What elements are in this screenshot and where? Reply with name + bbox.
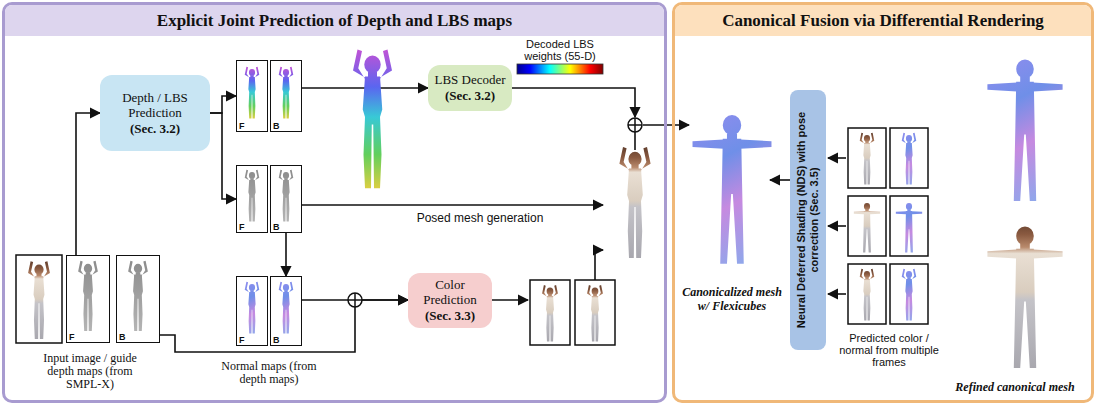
flow-line [828,225,846,227]
image-frame: F [66,255,110,343]
flow-line [492,299,528,301]
caption: Input image / guide depth maps (from SMP… [38,352,142,391]
caption: Refined canonical mesh [945,380,1085,394]
flow-arrow [210,113,236,199]
human-figure [279,67,294,119]
caption: Decoded LBS weights (55-D) [515,38,605,62]
process-box: LBS Decoder(Sec. 3.2) [428,65,512,111]
image-frame: B [270,276,302,346]
image-frame [890,128,928,188]
plus-symbol [348,293,362,307]
view-letter: B [273,121,280,131]
flow-line [828,293,846,295]
human-figure [987,59,1062,201]
image-frame: B [116,255,160,343]
process-box: Color Prediction(Sec. 3.3) [408,273,492,328]
image-frame: B [270,165,302,233]
image-frame [530,280,570,345]
human-figure [860,133,875,185]
box-label: Neural Deferred Shading (NDS) with pose … [795,94,821,346]
flow-line [512,88,635,117]
human-figure [619,147,650,258]
image-frame: F [236,276,268,346]
view-letter: B [273,222,280,232]
view-letter: B [273,335,280,345]
box-label: (Sec. 3.2) [130,121,180,137]
human-figure [902,269,917,321]
view-letter: B [119,332,126,342]
human-figure [693,115,772,264]
flow-arrow [285,233,287,276]
human-figure [896,203,922,253]
flow-arrow [76,113,100,255]
box-label: (Sec. 3.2) [445,88,495,104]
image-frame [848,128,886,188]
plus-symbol [628,118,642,132]
image-frame [16,255,62,343]
caption: Canonicalized mesh w/ Flexicubes [678,285,786,313]
flow-line [770,179,790,181]
human-figure [245,282,260,334]
color-bar [517,64,603,74]
process-box: Depth / LBS Prediction(Sec. 3.2) [100,75,210,151]
box-label: Color Prediction [413,277,487,308]
box-label: (Sec. 3.3) [425,308,475,324]
flow-line [302,204,603,206]
image-frame [890,264,928,324]
human-figure [78,261,98,331]
image-frame [848,264,886,324]
panel-title: Explicit Joint Prediction of Depth and L… [5,5,664,36]
flow-line [595,250,603,280]
process-box: Neural Deferred Shading (NDS) with pose … [790,90,826,350]
view-letter: F [239,335,245,345]
flow-line [828,157,846,159]
human-figure [902,133,917,185]
human-figure [542,285,558,341]
human-figure [353,50,392,189]
caption: Predicted color / normal from multiple f… [833,332,945,368]
image-frame [575,280,615,345]
flow-arrow [210,96,236,113]
human-figure [587,285,603,341]
human-figure [279,282,294,334]
image-frame: F [236,60,268,132]
human-figure [279,170,294,222]
image-frame: B [270,60,302,132]
human-figure [854,203,880,253]
flow-line [634,132,636,150]
image-frame [848,196,886,256]
human-figure [128,261,148,331]
human-figure [245,170,260,222]
view-letter: F [239,222,245,232]
stage-panel: Depth / LBS Prediction(Sec. 3.2)FBLBS De… [2,2,667,403]
panel-title: Canonical Fusion via Differential Render… [675,5,1091,36]
human-figure [245,67,260,119]
view-letter: F [239,121,245,131]
image-frame [890,196,928,256]
image-frame: F [236,165,268,233]
human-figure [987,226,1062,368]
caption: Normal maps (from depth maps) [219,360,319,386]
human-figure [28,261,50,339]
box-label: Depth / LBS Prediction [105,90,205,121]
caption: Posed mesh generation [385,211,575,225]
box-label: LBS Decoder [434,72,505,88]
view-letter: F [69,332,75,342]
human-figure [860,269,875,321]
